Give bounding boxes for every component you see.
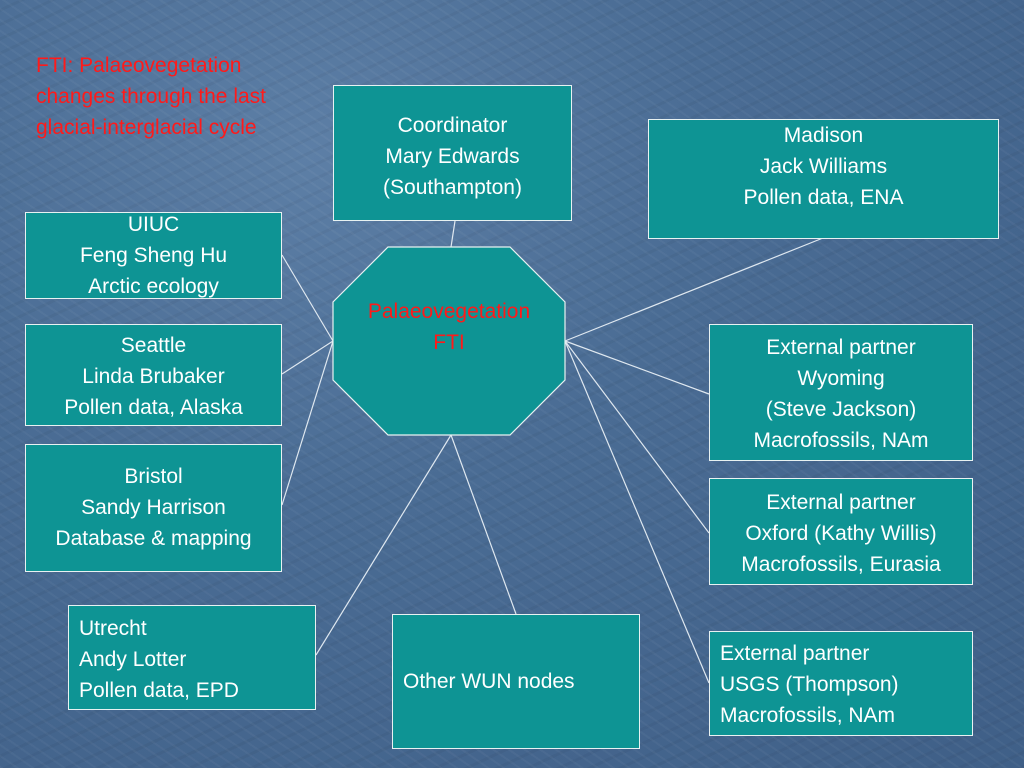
connector-usgs	[564, 340, 710, 684]
node-line: Coordinator	[397, 114, 508, 137]
node-line: Linda Brubaker	[82, 365, 225, 388]
node-line: Seattle	[120, 334, 187, 357]
connector-coordinator	[450, 220, 456, 248]
node-line: Oxford (Kathy Willis)	[745, 522, 937, 545]
connector-oxford	[564, 340, 710, 534]
node-line: Jack Williams	[759, 155, 888, 178]
node-line: (Steve Jackson)	[765, 398, 917, 421]
connector-madison	[564, 237, 824, 342]
node-line: USGS (Thompson)	[720, 673, 899, 696]
node-line: UIUC	[127, 213, 180, 236]
node-line: External partner	[766, 336, 916, 359]
node-line: Pollen data, EPD	[79, 679, 239, 702]
connector-wyoming	[564, 340, 710, 395]
node-bristol: Bristol Sandy Harrison Database & mappin…	[25, 444, 282, 572]
node-line: Mary Edwards	[385, 145, 520, 168]
node-usgs: External partner USGS (Thompson) Macrofo…	[709, 631, 973, 736]
node-line: Feng Sheng Hu	[79, 244, 228, 267]
node-line: Pollen data, ENA	[743, 186, 904, 209]
node-line: Wyoming	[797, 367, 885, 390]
connector-seattle	[281, 340, 334, 375]
connector-utrecht	[315, 434, 452, 656]
hub-octagon	[332, 246, 566, 436]
node-line: Macrofossils, NAm	[720, 704, 896, 727]
node-line: Pollen data, Alaska	[64, 396, 243, 419]
node-line: Bristol	[124, 465, 183, 488]
node-other-wun: Other WUN nodes	[392, 614, 640, 749]
node-line: Macrofossils, Eurasia	[741, 553, 941, 576]
node-utrecht: Utrecht Andy Lotter Pollen data, EPD	[68, 605, 316, 710]
hub-label-line: Palaeovegetation	[367, 300, 531, 323]
node-line: Andy Lotter	[79, 648, 187, 671]
node-line: External partner	[766, 491, 916, 514]
node-line: Utrecht	[79, 617, 147, 640]
hub-label-line: FTI	[433, 331, 465, 354]
node-line: Arctic ecology	[88, 275, 219, 298]
node-uiuc: UIUC Feng Sheng Hu Arctic ecology	[25, 212, 282, 299]
node-line: Database & mapping	[55, 527, 252, 550]
connector-other-wun	[450, 434, 517, 615]
node-line: External partner	[720, 642, 870, 665]
node-line: Macrofossils, NAm	[753, 429, 929, 452]
node-coordinator: Coordinator Mary Edwards (Southampton)	[333, 85, 572, 221]
connector-bristol	[281, 340, 334, 506]
node-line: Sandy Harrison	[81, 496, 226, 519]
node-line: Other WUN nodes	[403, 670, 575, 693]
connector-uiuc	[281, 254, 334, 342]
node-madison: Madison Jack Williams Pollen data, ENA	[648, 119, 999, 239]
node-seattle: Seattle Linda Brubaker Pollen data, Alas…	[25, 324, 282, 426]
node-oxford: External partner Oxford (Kathy Willis) M…	[709, 478, 973, 585]
hub-label: Palaeovegetation FTI	[333, 296, 565, 358]
node-line: (Southampton)	[383, 176, 522, 199]
slide-title: FTI: Palaeovegetation changes through th…	[36, 54, 266, 139]
node-line: Madison	[783, 124, 864, 147]
node-wyoming: External partner Wyoming (Steve Jackson)…	[709, 324, 973, 461]
